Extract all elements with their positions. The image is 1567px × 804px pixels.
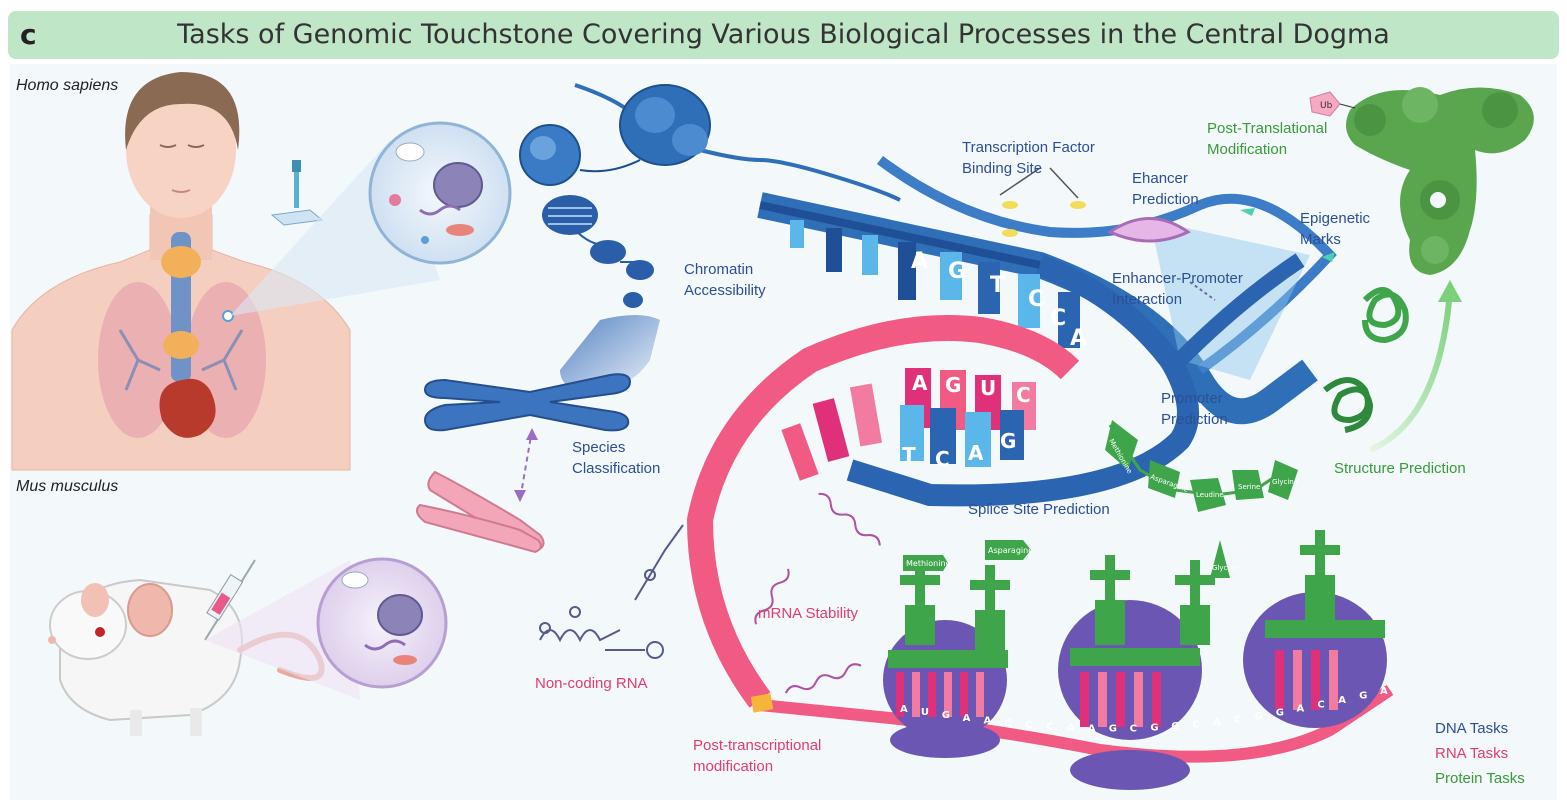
figure-title: Tasks of Genomic Touchstone Covering Var… xyxy=(177,19,1390,50)
amino-acid: Glycine xyxy=(1272,478,1298,486)
dna-base: A xyxy=(968,441,984,465)
rna-base: G xyxy=(945,373,961,397)
legend-rna: RNA Tasks xyxy=(1435,745,1509,762)
mrna-base: C xyxy=(1025,720,1032,731)
label-mrna-stability: mRNA Stability xyxy=(758,605,859,622)
mrna-base: A xyxy=(1088,723,1096,734)
noncoding-rna-icons xyxy=(539,524,684,659)
label-splice-site: Splice Site Prediction xyxy=(968,501,1110,518)
dna-base-pairs xyxy=(790,220,1080,348)
panel-letter: c xyxy=(20,18,37,51)
syringe-icon xyxy=(204,559,256,641)
dna-base: C xyxy=(1028,287,1044,312)
folding-arrow xyxy=(1368,289,1453,453)
dna-base: C xyxy=(935,447,950,471)
mrna-base: G xyxy=(1109,724,1117,735)
mrna-base: C xyxy=(1234,714,1241,725)
mrna-base: A xyxy=(1213,717,1221,728)
amino-acid: Leudine xyxy=(1196,491,1224,499)
human-cell-icon xyxy=(368,121,512,265)
dna-double-helix xyxy=(757,155,1337,507)
mrna-base: A xyxy=(1297,704,1305,715)
mrna-base: A xyxy=(1338,695,1346,706)
mrna-base: G xyxy=(1255,711,1263,722)
rna-base: C xyxy=(1016,383,1031,407)
rna-base: A xyxy=(912,371,928,395)
dna-base: G xyxy=(1000,429,1016,453)
epigenetic-mark xyxy=(1240,208,1255,216)
mouse-figure xyxy=(48,578,325,736)
mrna-base: G xyxy=(1150,723,1158,734)
codon-stripes xyxy=(896,650,1338,727)
dna-base: T xyxy=(902,443,916,467)
label-structure-prediction: Structure Prediction xyxy=(1334,460,1466,477)
ub-label: Ub xyxy=(1320,101,1333,111)
dna-base: T xyxy=(990,273,1005,298)
dna-base: G xyxy=(948,259,966,284)
amino-acid-flags: Methionine Asparagine Glycine xyxy=(903,540,1238,578)
mrna-squiggle xyxy=(784,663,862,694)
ubiquitin-tag: Ub xyxy=(1309,91,1356,117)
mrna-squiggle xyxy=(754,568,790,625)
chromatin-nucleosomes xyxy=(519,83,901,392)
mrna-base: C xyxy=(1004,718,1011,729)
legend-dna: DNA Tasks xyxy=(1435,720,1509,737)
epigenetic-mark xyxy=(1322,252,1335,262)
species-label-human: Homo sapiens xyxy=(16,77,119,94)
mrna-base: A xyxy=(963,713,971,724)
legend-protein: Protein Tasks xyxy=(1435,770,1525,787)
mrna-base: C xyxy=(1192,719,1199,730)
microscope-slide-icon xyxy=(270,160,324,226)
mrna-base: A xyxy=(1067,723,1075,734)
label-noncoding-rna: Non-coding RNA xyxy=(535,675,648,692)
mrna-squiggle xyxy=(818,492,881,546)
enhancer-loop xyxy=(1106,217,1216,301)
title-banner xyxy=(8,11,1559,59)
mrna-base: C xyxy=(1130,723,1137,734)
rna-base: U xyxy=(980,376,996,400)
mrna-base: A xyxy=(1380,686,1388,697)
amino-acid: Serine xyxy=(1238,483,1260,491)
dna-base: A xyxy=(911,249,928,274)
protein-structure xyxy=(1346,87,1534,275)
mrna-sequence: A U G A A C C C A A G C G G C A C G G A C A G A xyxy=(900,686,1388,735)
dna-base-letters: A G T C C A xyxy=(911,249,1087,351)
rna-base-letters: A G U C T C A G xyxy=(902,371,1031,471)
dna-base: A xyxy=(1070,326,1087,351)
human-figure xyxy=(11,72,351,471)
trna-molecules xyxy=(888,530,1385,668)
mrna-base: U xyxy=(921,707,929,718)
chromosome-icon xyxy=(423,373,632,432)
species-link-arrow xyxy=(519,429,533,501)
mrna-base: G xyxy=(1276,708,1284,719)
trna-amino-acid: Glycine xyxy=(1212,564,1238,572)
task-legend: DNA Tasks RNA Tasks Protein Tasks xyxy=(1435,716,1525,791)
mrna-base: A xyxy=(984,715,992,726)
mouse-cell-icon xyxy=(316,557,448,689)
trna-amino-acid: Asparagine xyxy=(988,546,1033,555)
mrna-base: C xyxy=(1046,721,1053,732)
species-label-mouse: Mus musculus xyxy=(16,478,119,495)
tf-binding-markers xyxy=(999,167,1086,237)
mrna-base: G xyxy=(1359,691,1367,702)
mrna-base: G xyxy=(942,710,950,721)
mouse-chromosome-icon xyxy=(415,470,545,554)
rna-bases xyxy=(781,368,1036,481)
folded-protein-coils xyxy=(1323,287,1409,433)
trna-amino-acid: Methionine xyxy=(906,559,951,568)
mrna-base: A xyxy=(900,704,908,715)
mrna-base: C xyxy=(1317,700,1324,711)
dna-base: C xyxy=(1050,306,1066,331)
mrna-base: G xyxy=(1171,721,1179,732)
